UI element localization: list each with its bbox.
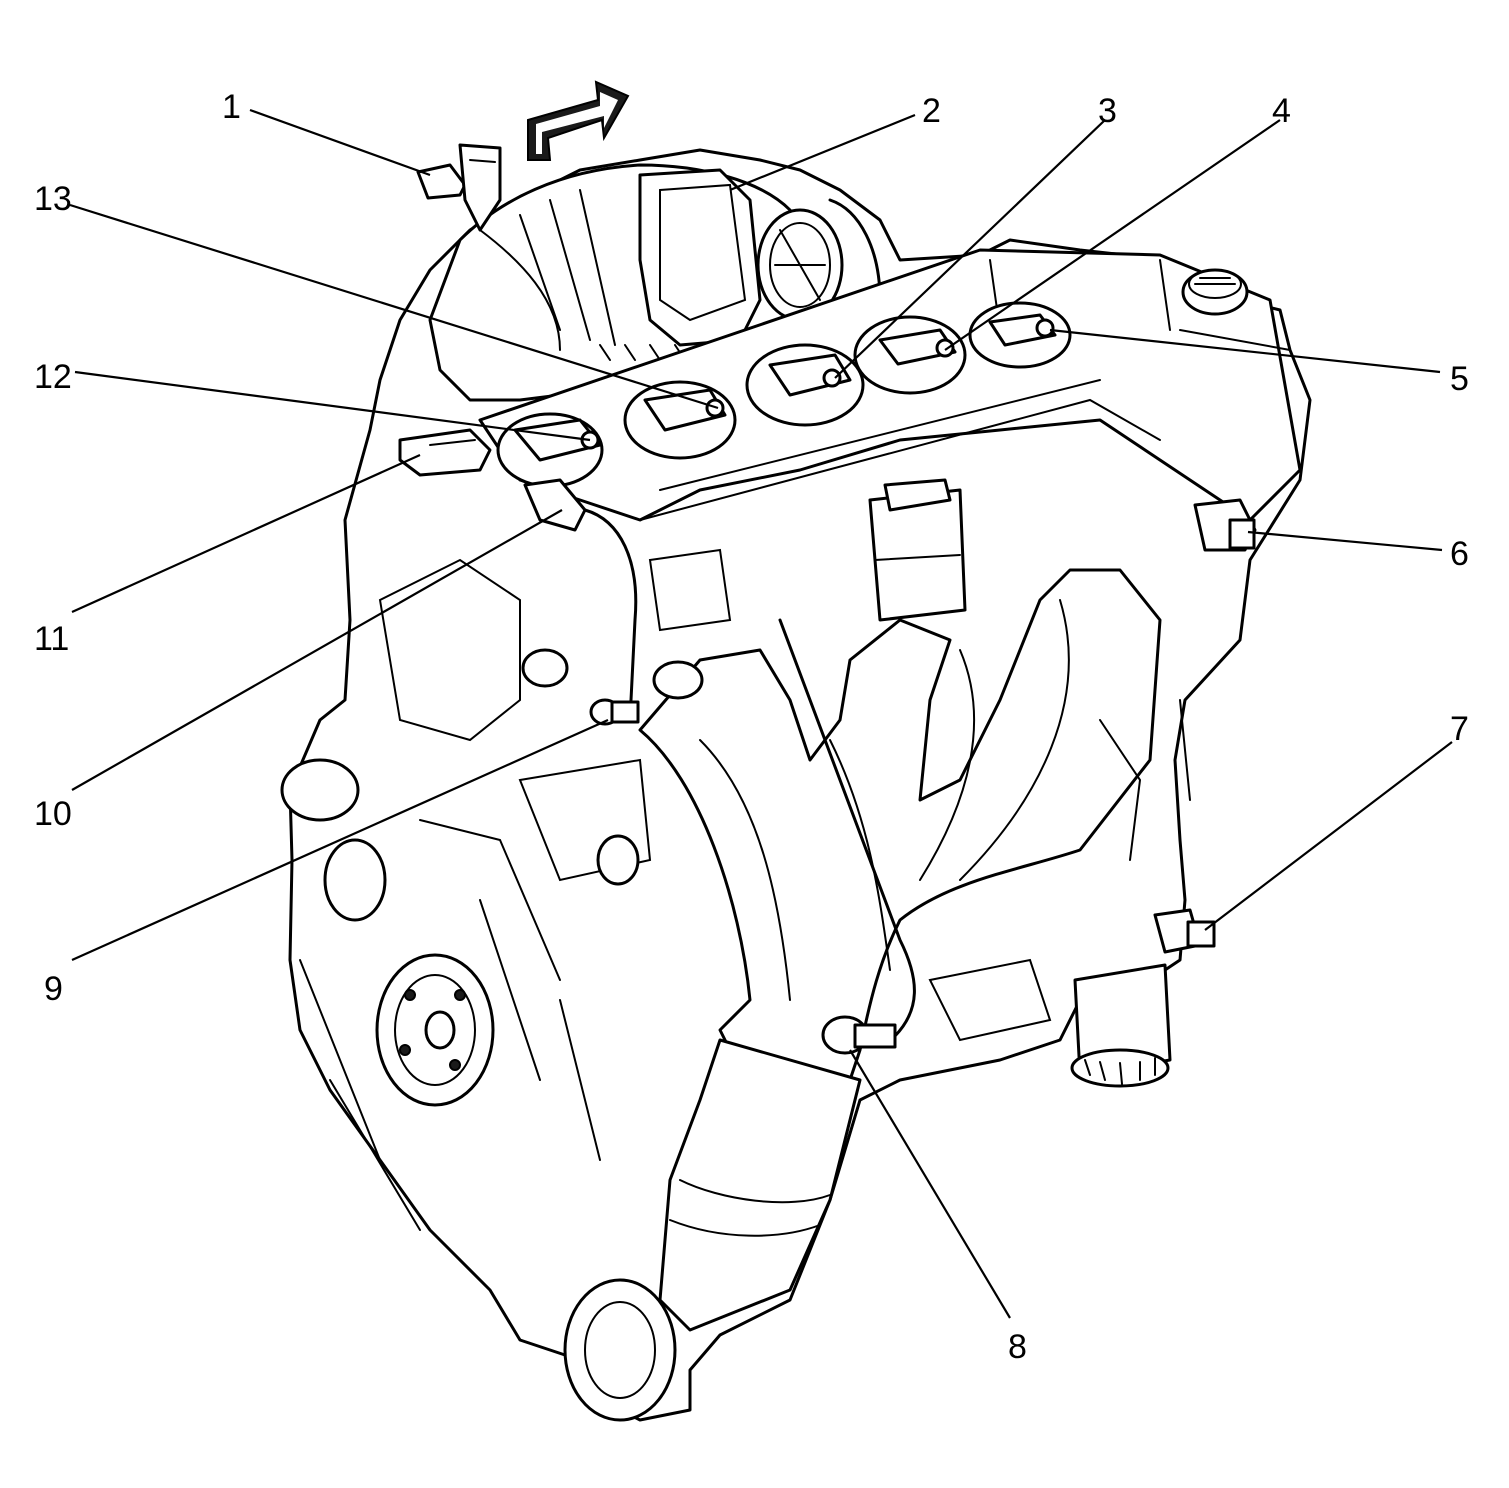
callout-label-7: 7 <box>1450 710 1469 748</box>
ignition-coil-2 <box>623 380 737 460</box>
callout-label-3: 3 <box>1098 92 1117 130</box>
leader-line-13 <box>69 203 719 410</box>
callout-label-10: 10 <box>34 795 72 833</box>
callout-label-12: 12 <box>34 358 72 396</box>
ignition-coil-3 <box>745 343 865 427</box>
callouts: 1 2 3 4 5 6 7 8 9 10 11 12 13 <box>34 88 1469 1366</box>
ignition-coil-1 <box>496 412 604 488</box>
callout-label-1: 1 <box>222 88 241 126</box>
oil-filter <box>1070 963 1172 1088</box>
sensor-9 <box>589 698 640 726</box>
crankshaft-pulley <box>375 953 495 1107</box>
leader-line-10 <box>71 509 563 791</box>
leader-line-9 <box>71 718 609 962</box>
callout-label-2: 2 <box>922 92 941 130</box>
cam-solenoid <box>868 478 967 622</box>
leader-line-7 <box>1204 741 1453 931</box>
leader-line-3 <box>834 119 1106 379</box>
leader-line-5 <box>1049 328 1441 374</box>
callout-label-6: 6 <box>1450 535 1469 573</box>
oxygen-sensor-8 <box>778 618 916 1055</box>
sensor-7 <box>1153 908 1216 954</box>
leader-line-6 <box>1247 530 1443 552</box>
throttle-body <box>638 168 762 347</box>
idler-pulley <box>323 838 387 922</box>
ignition-coil-4 <box>853 315 967 395</box>
sensor-connector-11 <box>398 428 492 477</box>
leader-line-4 <box>944 119 1281 351</box>
callout-label-11: 11 <box>34 620 69 658</box>
leader-line-12 <box>74 370 591 442</box>
sensor-connector-6 <box>1193 498 1257 552</box>
callout-label-8: 8 <box>1008 1328 1027 1366</box>
leader-line-11 <box>71 453 421 614</box>
sensor-connector-10 <box>523 478 638 722</box>
callout-label-9: 9 <box>44 970 63 1008</box>
timing-cover-boss <box>280 758 360 822</box>
exhaust-flange <box>563 1278 677 1422</box>
sensor-connector-1 <box>416 143 502 232</box>
leader-line-8 <box>849 1049 1011 1319</box>
callout-label-13: 13 <box>34 180 72 218</box>
leader-line-2 <box>729 113 916 192</box>
callout-label-5: 5 <box>1450 360 1469 398</box>
engine-illustration <box>280 80 1312 1422</box>
callout-label-4: 4 <box>1272 92 1291 130</box>
ignition-coil-5 <box>968 301 1072 369</box>
exhaust-manifold <box>638 568 1162 1088</box>
catalytic-converter <box>658 1038 862 1332</box>
leader-line-1 <box>249 108 431 177</box>
